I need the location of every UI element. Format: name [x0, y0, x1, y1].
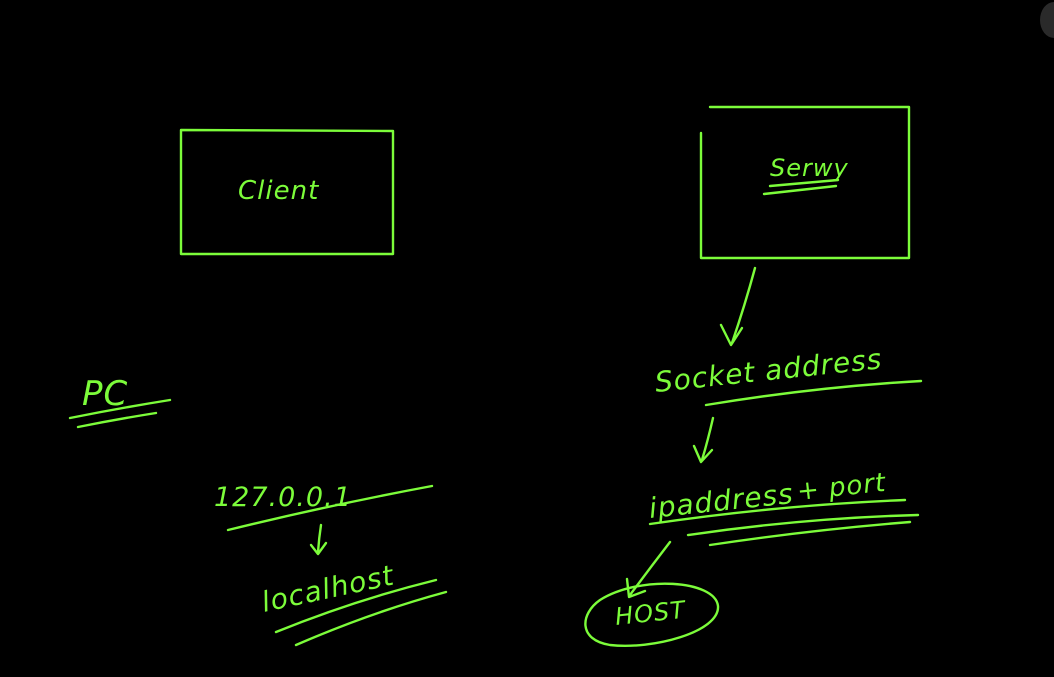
localhost-underline-2: [294, 590, 448, 647]
host-ellipse: [584, 582, 720, 647]
server-to-socket-arrow: [730, 266, 757, 345]
client-box: [179, 128, 395, 256]
server-box: [699, 105, 911, 260]
server-underline: [768, 178, 840, 188]
socket-to-ip-arrow: [700, 416, 715, 462]
pc-underline: [68, 398, 172, 420]
server-node: Serwy: [699, 105, 911, 260]
server-to-socket-arrowhead: [719, 323, 744, 347]
host-label: HOST: [614, 596, 689, 631]
pc-underline-2: [76, 411, 158, 429]
socket-address-underline: [704, 379, 923, 407]
ip-port-underline-3: [708, 520, 912, 547]
pc-note: PC: [68, 374, 172, 429]
socket-address-label: Socket address: [653, 342, 883, 399]
loopback-arrow-shaft: [316, 523, 323, 554]
ip-address-label: ipaddress: [647, 477, 795, 525]
ip-to-host-arrowhead: [625, 577, 647, 599]
client-label: Client: [238, 176, 319, 206]
socket-to-ip-arrowhead: [692, 444, 714, 464]
socket-group: Socket address: [653, 266, 923, 464]
server-label: Serwy: [770, 154, 849, 182]
loopback-arrow-head: [309, 541, 328, 556]
client-node: Client: [179, 128, 395, 256]
ip-port-underline-2: [686, 513, 920, 537]
loopback-group: 127.0.0.1 localhost: [214, 482, 448, 647]
ip-port-group: ipaddress + port: [625, 468, 920, 599]
server-underline-2: [762, 184, 838, 196]
loopback-ip-underline: [226, 484, 434, 532]
localhost-underline: [274, 578, 438, 634]
loopback-ip-label: 127.0.0.1: [214, 482, 352, 513]
localhost-label: localhost: [259, 559, 398, 619]
corner-indicator: [1040, 2, 1054, 38]
ip-port-underline: [648, 498, 907, 526]
host-node: HOST: [584, 582, 720, 647]
ip-to-host-arrow: [628, 540, 672, 597]
